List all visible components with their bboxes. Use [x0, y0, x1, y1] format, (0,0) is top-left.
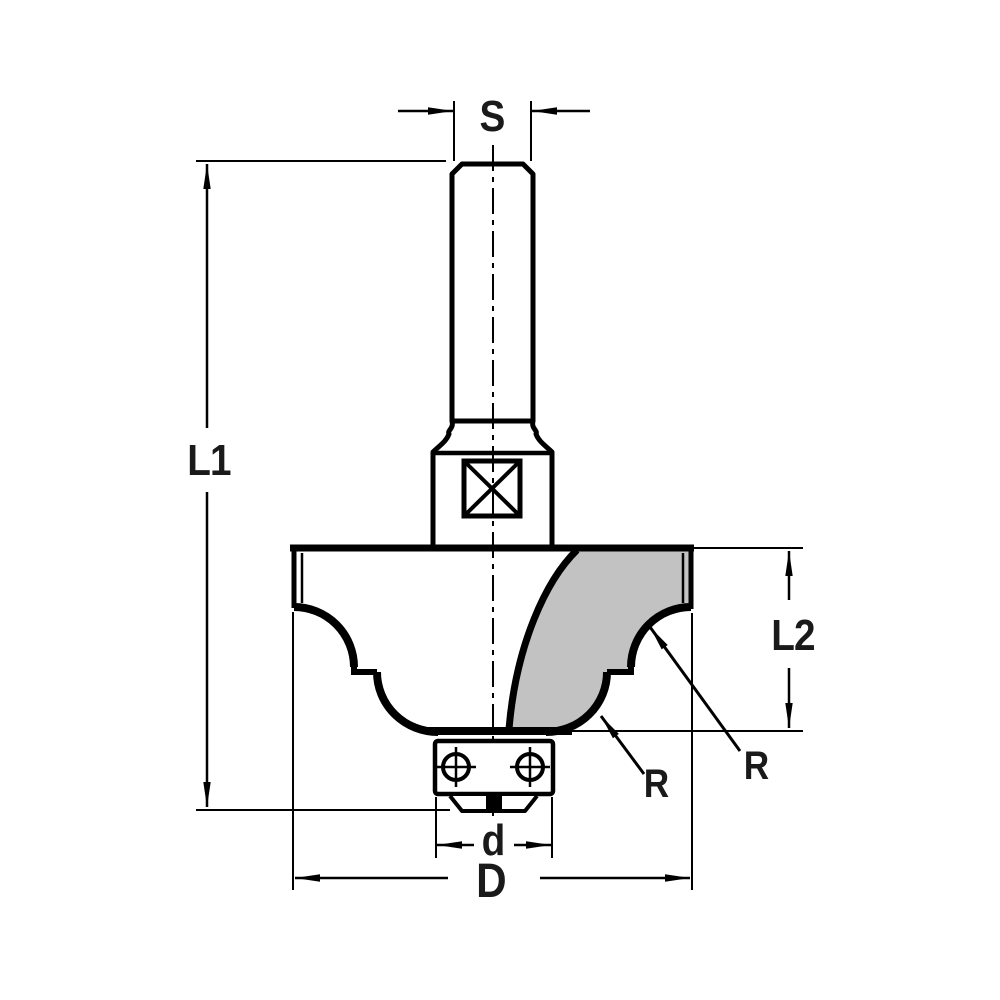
label-bearing-diameter: d [481, 816, 506, 865]
collar [430, 420, 555, 546]
dimension-bearing-d [435, 797, 553, 858]
dimension-overall-diameter-d [292, 612, 693, 890]
cutter-head-outline [290, 544, 694, 736]
dimension-shank-s [398, 101, 590, 161]
dimension-overall-length-l1 [196, 160, 450, 811]
cutter-flute-fill [509, 549, 691, 729]
bearing [432, 738, 556, 797]
retaining-screw [448, 794, 539, 813]
label-radius-inner: R [643, 762, 669, 806]
label-overall-length: L1 [185, 436, 233, 485]
shank [449, 161, 536, 424]
label-radius-outer: R [743, 744, 769, 788]
braze-symbol [461, 458, 523, 519]
label-shank-diameter: S [477, 92, 507, 141]
label-overall-diameter: D [474, 855, 508, 908]
radius-leaders [599, 626, 742, 775]
dimension-cut-length-l2 [558, 547, 803, 732]
label-cutting-length: L2 [769, 611, 817, 660]
